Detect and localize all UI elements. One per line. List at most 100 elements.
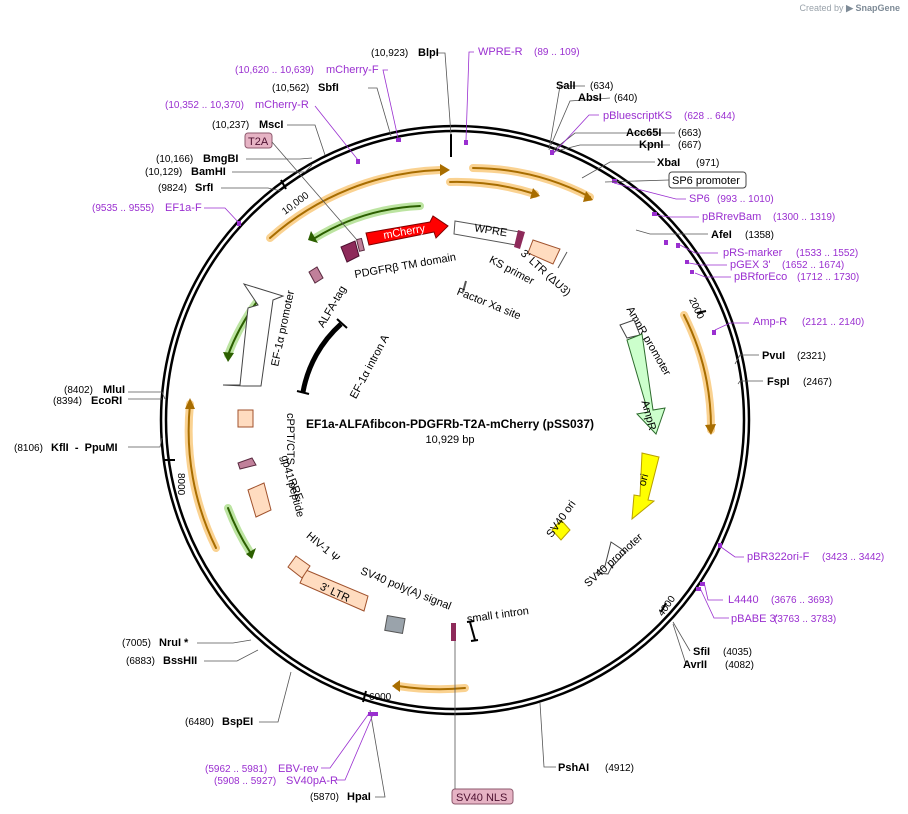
sv40-ori-feature[interactable] [551,519,571,541]
enzyme-pos-fspi: (2467) [803,377,832,388]
enzyme-name-bspei: BspEI [222,716,253,728]
enzyme-pos-pshai: (4912) [605,763,634,774]
sv40-promoter-label: SV40 promoter [582,531,645,590]
enzyme-name-bsshii: BssHII [163,655,197,667]
sp6-promoter-box[interactable]: SP6 promoter [668,171,747,189]
t2a-small-feature[interactable] [356,237,365,252]
enzyme-pos-mlui: (8402) [64,385,93,396]
enzyme-name-xbai: XbaI [657,157,680,169]
enzyme-name-sbfi: SbfI [318,82,339,94]
ef1a-intron-label: EF-1α intron A [348,332,392,401]
cppt-feature[interactable] [237,409,254,428]
enzyme-pos-acc65i: (663) [678,128,701,139]
primer-pos-pbrforeco: (1712 .. 1730) [797,272,859,283]
primer-name-prs-marker: pRS-marker [723,247,783,259]
ef1a-intron-feature[interactable] [296,318,348,395]
cppt-label: cPPT/CTS [284,413,296,465]
sv40-nls-mark [451,623,456,641]
enzyme-name-msci: MscI [259,119,283,131]
sv40-polya-label: SV40 poly(A) signal [359,565,453,612]
t2a-box[interactable]: T2A [244,132,273,149]
primer-name-pbluescriptks: pBluescriptKS [603,110,672,122]
ltr3-feature[interactable] [299,569,369,612]
primer-name-ebv-rev: EBV-rev [278,763,319,775]
ampr-feature[interactable] [626,333,666,435]
primer-pos-pbrrevbam: (1300 .. 1319) [773,212,835,223]
ltr-du3-feature[interactable] [527,239,561,265]
primer-name-mcherry-r: mCherry-R [255,99,309,111]
pdgfrb-feature[interactable] [340,240,360,263]
sv40-polya-feature[interactable] [384,614,406,635]
position-ticks [163,134,707,703]
sv40-nls-box-label: SV40 NLS [456,792,507,804]
primer-name-l4440: L4440 [728,594,759,606]
tick-label-6000: 6000 [369,692,392,703]
enzyme-pos-nrui: (7005) [122,638,151,649]
primer-name-wpre-r: WPRE-R [478,46,523,58]
enzyme-name-pvui: PvuI [762,350,785,362]
primer-name-pbrforeco: pBRforEco [734,271,787,283]
enzyme-name-hpai: HpaI [347,791,371,803]
enzyme-pos-kpni: (667) [678,140,701,151]
enzyme-pos-sbfi: (10,562) [272,83,309,94]
enzyme-pos-sali: (634) [590,81,613,92]
sp6-promoter-box-label: SP6 promoter [672,175,740,187]
primer-pos-wpre-r: (89 .. 109) [534,47,580,58]
primer-pos-mcherry-f: (10,620 .. 10,639) [235,65,314,76]
sp6-promoter-leader [604,179,670,183]
rre-feature[interactable] [247,482,272,518]
orange-feature-arrows [184,164,716,694]
small-t-intron-label: small t intron [466,605,529,626]
enzyme-pos-kfli: (8106) [14,443,43,454]
primer-labels-left: (10,620 .. 10,639) mCherry-F (10,352 .. … [92,64,379,787]
enzyme-name-acc65i: Acc65I [626,127,661,139]
enzyme-name-bmgbi: BmgBI [203,153,238,165]
primer-name-pbr322ori-f: pBR322ori-F [747,551,810,563]
enzyme-pos-srfi: (9824) [158,183,187,194]
primer-name-pbrrevbam: pBRrevBam [702,211,761,223]
plasmid-size: 10,929 bp [426,434,475,446]
enzyme-name-sali: SalI [556,80,576,92]
ef1a-promoter-feature[interactable] [222,283,285,387]
snapgene-watermark: Created by ▶ SnapGene [800,3,900,14]
primer-pos-ef1a-f: (9535 .. 9555) [92,203,154,214]
watermark-prefix: Created by [799,3,844,13]
t2a-leader [271,141,358,241]
enzyme-pos-msci: (10,237) [212,120,249,131]
enzyme-name-kpni: KpnI [639,139,663,151]
primer-ring-marks [237,138,722,716]
mcherry-feature[interactable] [365,215,449,246]
mcherry-label: mCherry [382,223,426,242]
primer-name-ef1a-f: EF1a-F [165,202,202,214]
enzyme-name-pshai: PshAI [558,762,589,774]
enzyme-name-fspi: FspI [767,376,790,388]
enzyme-leader-lines [128,52,763,798]
enzyme-pos-bsshii: (6883) [126,656,155,667]
ori-feature[interactable] [631,452,660,521]
tick-label-8000: 8000 [175,473,186,496]
enzyme-pos-blpi: (10,923) [371,48,408,59]
wpre-label: WPRE [474,222,508,239]
enzyme-pos-bmgbi: (10,166) [156,154,193,165]
sv40-promoter-feature[interactable] [594,541,627,575]
enzyme-pos-pvui: (2321) [797,351,826,362]
gp41-feature[interactable] [237,457,257,470]
t2a-box-label: T2A [248,136,269,148]
enzyme-pos-afei: (1358) [745,230,774,241]
primer-pos-pbr322ori-f: (3423 .. 3442) [822,552,884,563]
enzyme-pos-xbai: (971) [696,158,719,169]
primer-pos-mcherry-r: (10,352 .. 10,370) [165,100,244,111]
alfa-tag-label: ALFA-tag [316,284,349,330]
enzyme-pos-hpai: (5870) [310,792,339,803]
enzyme-labels-right: SalI (634) AbsI (640) Acc65I (663) KpnI … [556,80,832,774]
factor-xa-mark [462,280,467,293]
sv40-nls-box[interactable]: SV40 NLS [451,788,514,805]
enzyme-pos-absi: (640) [614,93,637,104]
alfa-tag-feature[interactable] [308,266,324,284]
primer-name-mcherry-f: mCherry-F [326,64,379,76]
primer-leader-lines [204,51,749,781]
primer-name-sv40pa-r: SV40pA-R [286,775,338,787]
enzyme-pos-avrii: (4082) [725,660,754,671]
small-t-intron-feature[interactable] [466,620,479,642]
hiv-psi-feature[interactable] [287,555,311,579]
